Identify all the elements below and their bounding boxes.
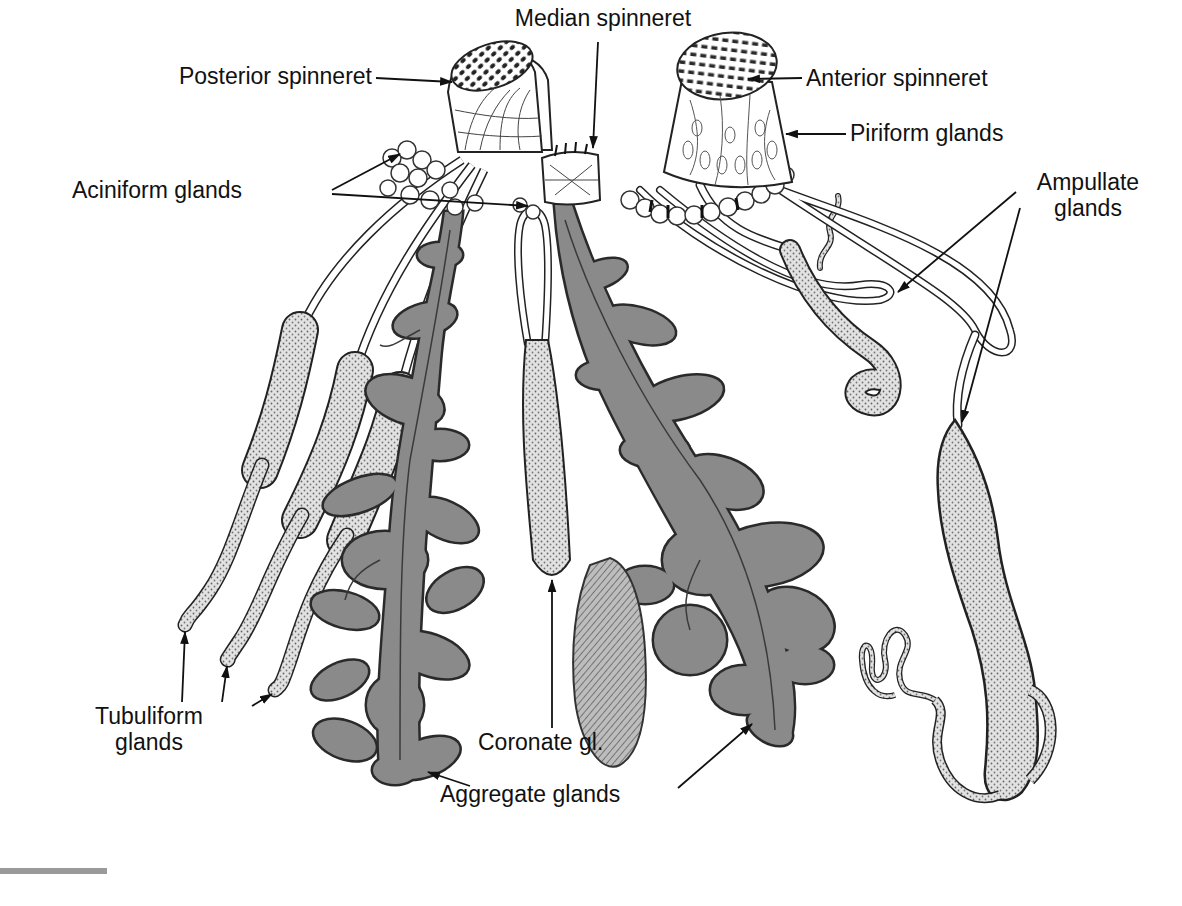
- part-label: Median spinneret: [498, 6, 708, 32]
- part-label: Aciniform glands: [72, 178, 330, 204]
- part-label: Anterior spinneret: [806, 66, 1106, 92]
- part-label: Aggregate glands: [440, 782, 690, 808]
- part-label: Piriform glands: [850, 121, 1090, 147]
- posterior-spinneret: [445, 32, 552, 152]
- part-label: Tubuliform glands: [74, 704, 224, 756]
- coronate-gland: [518, 210, 570, 575]
- leader-line: [182, 42, 1020, 788]
- aggregate-gland: [306, 205, 844, 787]
- part-label: Posterior spinneret: [80, 64, 372, 90]
- median-spinneret: [542, 142, 600, 205]
- gland-duct: [300, 160, 484, 392]
- ampullate-gland: [862, 420, 1051, 800]
- part-label: Coronate gl.: [478, 730, 638, 756]
- scale-bar: [0, 868, 107, 874]
- anterior-spinneret: [664, 26, 792, 187]
- ampullate-gland: [640, 182, 1012, 425]
- part-label: Ampullate glands: [1018, 170, 1158, 222]
